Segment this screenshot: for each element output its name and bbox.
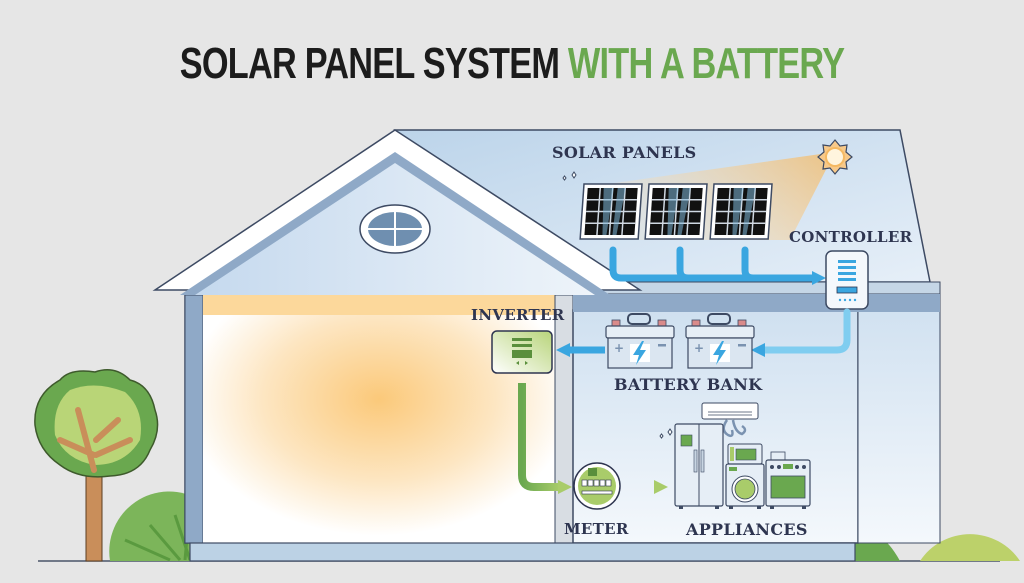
solar-panel-icon (644, 183, 708, 240)
meter-icon (573, 462, 621, 510)
page-title: SOLAR PANEL SYSTEM WITH A BATTERY (113, 38, 912, 90)
arrow-to-controller (812, 271, 826, 285)
air-conditioner-icon (701, 402, 759, 438)
label-controller: CONTROLLER (789, 228, 913, 246)
solar-panels-group (579, 183, 773, 240)
label-appliances: APPLIANCES (686, 520, 808, 539)
round-window-icon (359, 204, 431, 254)
battery-bank-group: ++ (605, 313, 755, 369)
dc-line-1 (609, 246, 819, 282)
label-meter: METER (564, 520, 629, 538)
tree-icon (34, 369, 159, 562)
washing-machine-icon (725, 463, 765, 509)
label-inverter: INVERTER (471, 306, 565, 324)
svg-text:+: + (694, 341, 704, 355)
inverter-to-meter-line (518, 383, 560, 491)
microwave-icon (727, 443, 763, 465)
sun-icon (817, 139, 853, 175)
appliances-group (659, 402, 811, 509)
refrigerator-icon (674, 423, 724, 509)
title-part2: WITH A BATTERY (567, 39, 845, 88)
title-part1: SOLAR PANEL SYSTEM (179, 39, 560, 88)
label-battery-bank: BATTERY BANK (614, 375, 763, 394)
svg-text:+: + (614, 341, 624, 355)
foundation (189, 542, 856, 562)
battery-icon: + (605, 313, 675, 369)
dc-flow-lines (609, 246, 819, 282)
controller-to-battery-line (756, 308, 851, 354)
panel-sparkle-icon (562, 171, 577, 181)
bush-right (920, 534, 1020, 561)
arrow-to-appliances (654, 480, 668, 494)
solar-panel-icon (709, 183, 773, 240)
label-solar-panels: SOLAR PANELS (552, 143, 697, 162)
controller-icon (825, 250, 869, 310)
arrow-to-inverter (556, 343, 570, 357)
stove-icon (765, 451, 811, 509)
inverter-icon (491, 330, 553, 374)
solar-panel-icon (579, 183, 643, 240)
sparkle-icon (659, 428, 673, 439)
battery-icon: + (685, 313, 755, 369)
